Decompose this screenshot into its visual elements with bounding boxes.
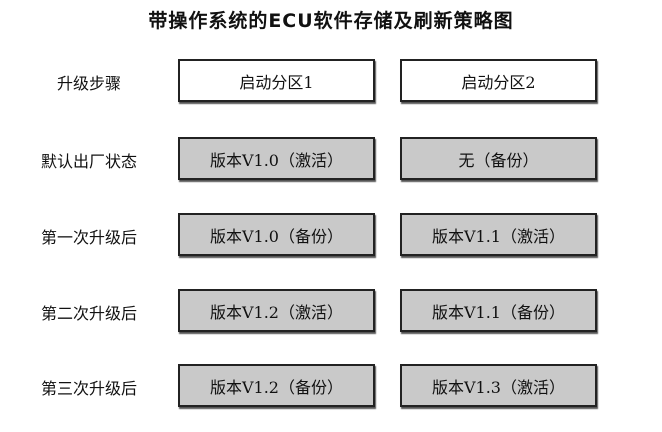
partition-2-cell: 版本V1.1（激活） [400, 213, 597, 256]
row-label: 默认出厂状态 [40, 152, 137, 171]
partition-2-cell: 无（备份） [400, 137, 597, 180]
partition-2-header: 启动分区2 [400, 59, 597, 102]
partition-1-cell: 版本V1.2（备份） [178, 364, 375, 407]
partition-1-cell: 版本V1.2（激活） [178, 289, 375, 332]
partition-2-cell: 版本V1.1（备份） [400, 289, 597, 332]
partition-1-cell: 版本V1.0（激活） [178, 137, 375, 180]
row-label: 第一次升级后 [40, 228, 137, 247]
row-label: 第三次升级后 [40, 379, 137, 398]
header-label: 升级步骤 [56, 74, 121, 93]
diagram-title: 带操作系统的ECU软件存储及刷新策略图 [148, 10, 514, 32]
partition-1-header: 启动分区1 [178, 59, 375, 102]
partition-2-cell: 版本V1.3（激活） [400, 364, 597, 407]
partition-1-cell: 版本V1.0（备份） [178, 213, 375, 256]
row-label: 第二次升级后 [40, 304, 137, 323]
